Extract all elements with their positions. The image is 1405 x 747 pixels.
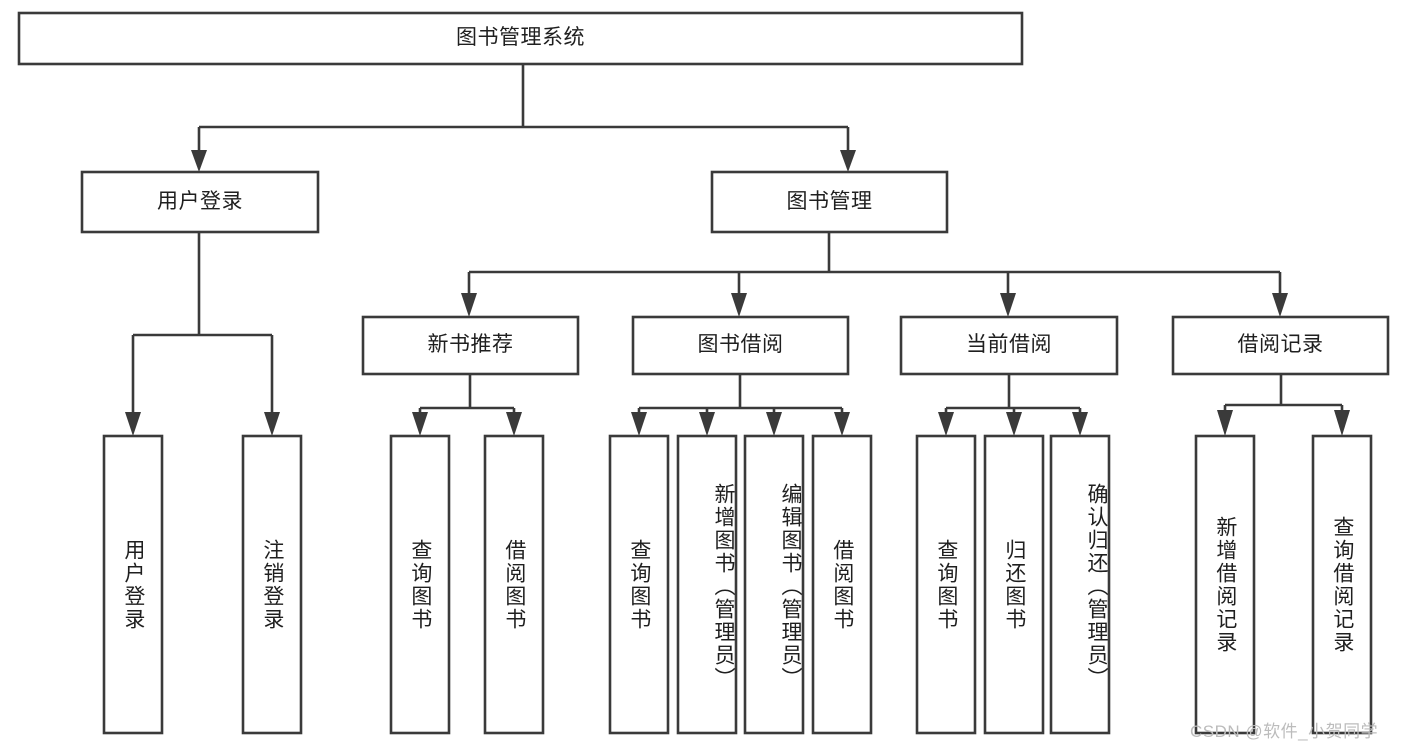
arrow-head-borrow-record <box>1272 293 1288 317</box>
node-box-book-manage[interactable] <box>710 170 949 234</box>
node-box-borrow-record[interactable] <box>1171 315 1390 376</box>
node-box-leaf-borrow-book-2[interactable] <box>811 434 873 735</box>
node-box-book-borrow[interactable] <box>631 315 850 376</box>
node-box-leaf-add-record[interactable] <box>1194 434 1256 735</box>
node-box-new-book-recommend[interactable] <box>361 315 580 376</box>
arrow-head-user-login <box>191 150 207 172</box>
node-box-leaf-confirm-return[interactable] <box>1049 434 1111 735</box>
arrow-head-book-manage <box>840 150 856 172</box>
arrow-head-book-borrow <box>731 293 747 317</box>
arrow-head-new-book-recommend <box>461 293 477 317</box>
node-box-leaf-logout-login[interactable] <box>241 434 303 735</box>
arrow-head-leaf-edit-book <box>766 412 782 436</box>
node-box-leaf-query-book-1[interactable] <box>389 434 451 735</box>
node-box-user-login[interactable] <box>80 170 320 234</box>
node-box-leaf-query-record[interactable] <box>1311 434 1373 735</box>
arrow-head-leaf-add-book <box>699 412 715 436</box>
arrow-head-leaf-user-login <box>125 412 141 436</box>
node-box-root[interactable] <box>17 11 1024 66</box>
arrow-head-current-borrow <box>1000 293 1016 317</box>
arrow-head-leaf-logout-login <box>264 412 280 436</box>
arrow-head-leaf-query-book-1 <box>412 412 428 436</box>
arrow-head-leaf-borrow-book-2 <box>834 412 850 436</box>
node-box-current-borrow[interactable] <box>899 315 1119 376</box>
arrow-head-leaf-query-book-2 <box>631 412 647 436</box>
node-box-leaf-edit-book[interactable] <box>743 434 805 735</box>
arrow-head-leaf-confirm-return <box>1072 412 1088 436</box>
arrow-head-leaf-query-record <box>1334 410 1350 436</box>
node-box-leaf-add-book[interactable] <box>676 434 738 735</box>
arrow-head-leaf-add-record <box>1217 410 1233 436</box>
arrow-head-leaf-borrow-book-1 <box>506 412 522 436</box>
watermark-text: CSDN @软件_小贺同学 <box>1190 722 1379 741</box>
node-box-leaf-query-book-3[interactable] <box>915 434 977 735</box>
node-box-leaf-borrow-book-1[interactable] <box>483 434 545 735</box>
arrow-head-leaf-query-book-3 <box>938 412 954 436</box>
node-box-leaf-query-book-2[interactable] <box>608 434 670 735</box>
node-box-leaf-return-book[interactable] <box>983 434 1045 735</box>
node-box-leaf-user-login[interactable] <box>102 434 164 735</box>
arrow-head-leaf-return-book <box>1006 412 1022 436</box>
